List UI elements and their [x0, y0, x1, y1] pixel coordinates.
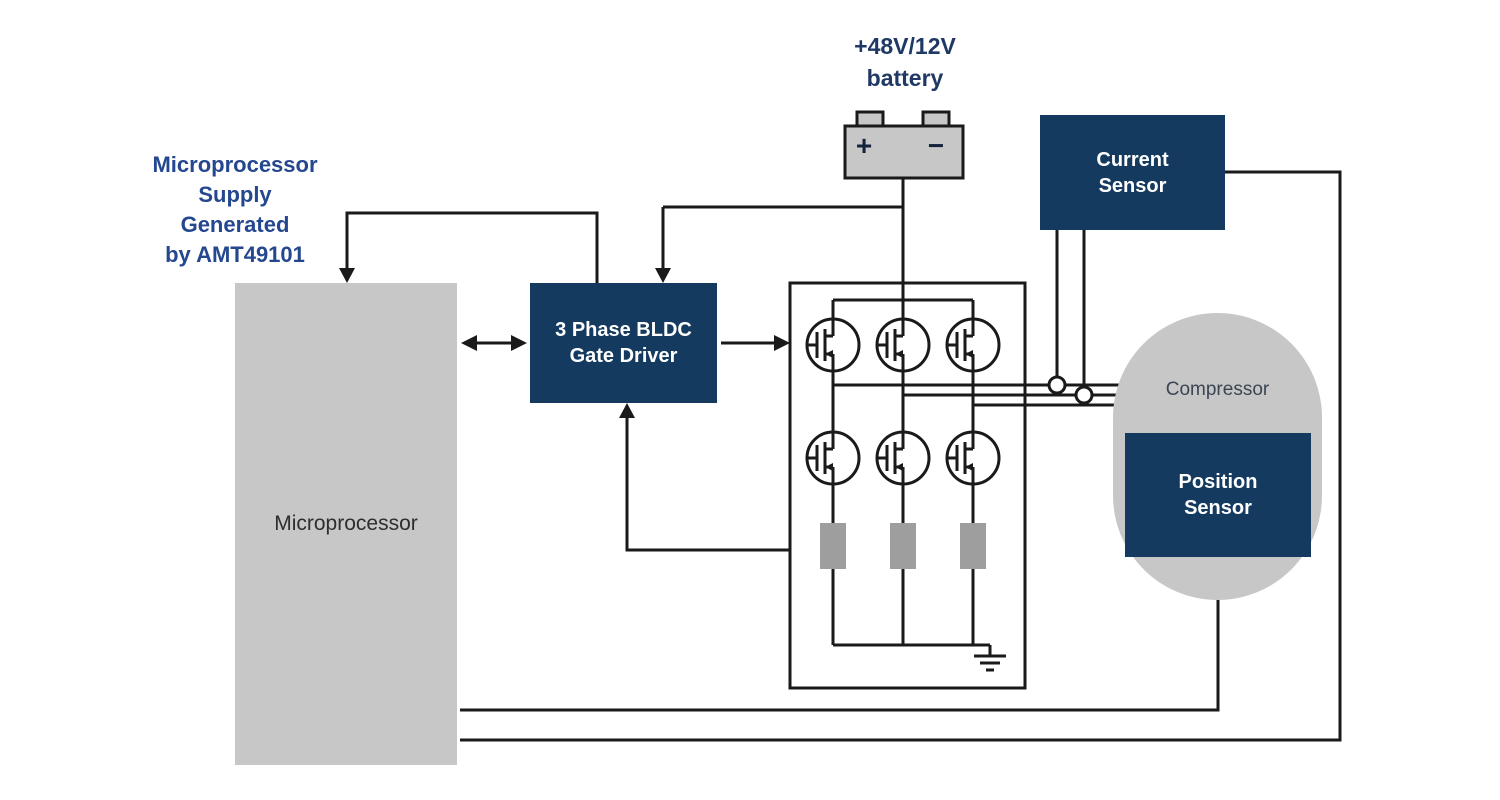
mosfet-icon — [805, 430, 861, 486]
position-sensor-label: Position Sensor — [1178, 471, 1258, 519]
compressor-block: Compressor Position Sensor — [1113, 313, 1322, 600]
battery-plus-sign: + — [855, 130, 873, 161]
mosfet-icon — [875, 317, 931, 373]
shunt-resistor — [890, 523, 916, 569]
mosfet-icon — [945, 430, 1001, 486]
gate-driver-label: 3 Phase BLDC Gate Driver — [555, 319, 692, 367]
wires — [345, 170, 1342, 742]
current-tap-icon — [1047, 375, 1067, 395]
mosfet-icon — [805, 317, 861, 373]
microprocessor-label: Microprocessor — [274, 512, 418, 535]
battery-label: +48V/12V battery — [854, 33, 956, 91]
current-tap-icon — [1074, 385, 1094, 405]
gate-driver-block: 3 Phase BLDC Gate Driver — [530, 283, 717, 403]
mosfet-icon — [875, 430, 931, 486]
current-sensor-block: Current Sensor — [1040, 115, 1225, 230]
battery-minus-sign: − — [927, 130, 945, 161]
current-sensor-label: Current Sensor — [1096, 148, 1169, 197]
mosfet-icon — [945, 317, 1001, 373]
compressor-label: Compressor — [1165, 379, 1270, 400]
position-sensor-block: Position Sensor — [1125, 433, 1311, 557]
shunt-resistor — [960, 523, 986, 569]
ground-icon — [974, 645, 1006, 672]
battery-icon — [843, 110, 965, 180]
supply-note-label: Microprocessor Supply Generated by AMT49… — [152, 152, 318, 267]
shunt-resistor — [820, 523, 846, 569]
microprocessor-block: Microprocessor — [235, 283, 457, 765]
arrowheads — [339, 268, 790, 418]
